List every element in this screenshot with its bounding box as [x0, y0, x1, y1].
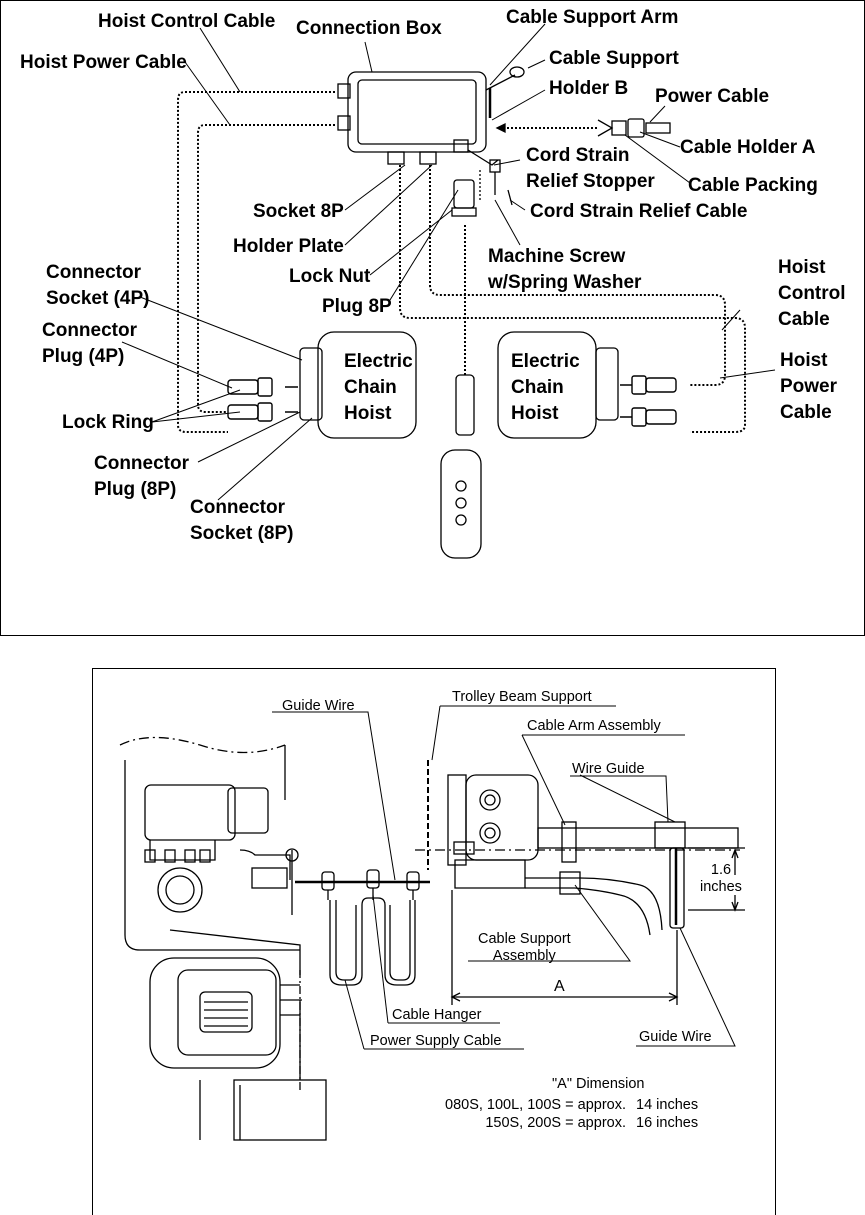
a-dimension-row-2-value: 16 inches	[636, 1115, 699, 1131]
label-dimension-value: 1.6 inches	[700, 862, 742, 895]
label-guide-wire-top: Guide Wire	[282, 698, 355, 714]
label-cable-support-assembly: Cable Support Assembly	[478, 931, 571, 964]
label-lock-nut: Lock Nut	[289, 266, 371, 287]
label-plug-8p: Plug 8P	[322, 296, 392, 317]
label-holder-plate: Holder Plate	[233, 236, 344, 257]
label-hoist-power-cable-right: Hoist Power Cable	[780, 350, 838, 423]
label-cable-packing: Cable Packing	[688, 175, 818, 196]
a-dimension-title: "A" Dimension	[552, 1076, 645, 1092]
label-machine-screw: Machine Screw w/Spring Washer	[488, 246, 642, 293]
label-connector-socket-4p: Connector Socket (4P)	[46, 262, 150, 309]
trolley-box	[144, 784, 236, 841]
label-dimension-a: A	[554, 978, 565, 995]
connection-box	[347, 71, 487, 153]
cable-support-arm	[509, 66, 525, 78]
label-connector-plug-8p: Connector Plug (8P)	[94, 453, 189, 500]
label-cable-support-arm: Cable Support Arm	[506, 7, 679, 28]
label-electric-chain-hoist-left: Electric Chain Hoist	[344, 351, 413, 424]
label-cable-holder-a: Cable Holder A	[680, 137, 816, 158]
label-wire-guide: Wire Guide	[572, 761, 645, 777]
hoist-control-cable-left	[177, 91, 335, 433]
label-guide-wire-bottom: Guide Wire	[639, 1029, 712, 1045]
label-connector-plug-4p: Connector Plug (4P)	[42, 320, 137, 367]
power-cable-fittings	[495, 118, 671, 138]
cable-arm	[537, 827, 739, 849]
cable-hangers	[321, 869, 420, 986]
wiring-diagram	[121, 23, 776, 559]
label-cable-support-holder-b: Cable Support Holder B	[549, 48, 679, 99]
label-connection-box: Connection Box	[296, 18, 442, 39]
pendant-switch	[440, 449, 482, 559]
label-hoist-control-cable: Hoist Control Cable	[98, 11, 276, 32]
trolley-beam-box	[465, 774, 539, 861]
label-electric-chain-hoist-right: Electric Chain Hoist	[511, 351, 580, 424]
label-trolley-beam-support: Trolley Beam Support	[452, 689, 592, 705]
label-power-supply-cable: Power Supply Cable	[370, 1033, 502, 1049]
hoist-left	[317, 331, 417, 439]
label-cable-hanger: Cable Hanger	[392, 1007, 482, 1023]
a-dimension-row-1-models: 080S, 100L, 100S = approx.	[445, 1097, 626, 1113]
label-connector-socket-8p: Connector Socket (8P)	[190, 497, 294, 544]
label-socket-8p: Socket 8P	[253, 201, 344, 222]
label-cord-strain-relief-cable: Cord Strain Relief Cable	[530, 201, 748, 222]
label-lock-ring: Lock Ring	[62, 412, 154, 433]
pendant-cord	[455, 374, 475, 436]
hoist-power-cable-left	[197, 124, 335, 413]
bottom-diagram-panel	[92, 668, 776, 1215]
motor-housing	[149, 957, 281, 1069]
a-dimension-row-1-value: 14 inches	[636, 1097, 699, 1113]
a-dimension-row-2-models: 150S, 200S = approx.	[485, 1115, 626, 1131]
label-hoist-control-cable-right: Hoist Control Cable	[778, 257, 846, 330]
label-cord-strain-relief-stopper: Cord Strain Relief Stopper	[526, 145, 655, 192]
label-power-cable: Power Cable	[655, 86, 770, 107]
label-cable-arm-assembly: Cable Arm Assembly	[527, 718, 661, 734]
label-hoist-power-cable: Hoist Power Cable	[20, 52, 187, 73]
hoist-control-cable-right	[399, 165, 746, 433]
hoist-power-cable-right	[429, 165, 726, 386]
